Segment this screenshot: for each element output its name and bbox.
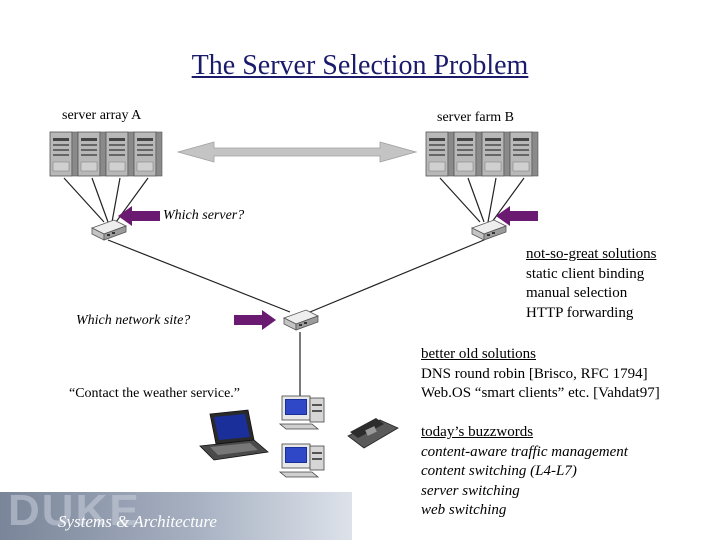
switch-a [91, 219, 127, 241]
pointer-arrows [118, 206, 538, 330]
buzzword-item: content-aware traffic management [421, 443, 628, 460]
which-server-arrow-right [496, 206, 538, 226]
buzzword-item: web switching [421, 502, 507, 518]
page-title: The Server Selection Problem [191, 50, 529, 81]
which-server-label: Which server? [163, 208, 245, 223]
not-so-great-heading: not-so-great solutions [526, 246, 657, 262]
not-so-great-item: HTTP forwarding [526, 304, 634, 321]
contact-weather-label: “Contact the weather service.” [69, 386, 241, 401]
better-old-solutions: better old solutions DNS round robin [Br… [421, 345, 660, 404]
laptop-client [199, 409, 269, 461]
phone-client [347, 418, 399, 449]
which-server-arrow-left [118, 206, 160, 226]
todays-buzzwords: today’s buzzwords content-aware traffic … [421, 423, 628, 521]
better-old-heading: better old solutions [421, 346, 536, 362]
buzzwords-heading: today’s buzzwords [421, 424, 534, 440]
buzzword-item: server switching [421, 482, 520, 499]
desktop-client-2 [279, 443, 325, 478]
server-array-a-label: server array A [62, 108, 142, 123]
duke-logo: DUKE [8, 492, 141, 535]
desktop-client-1 [279, 395, 325, 430]
which-network-site-arrow [234, 310, 276, 330]
not-so-great-solutions: not-so-great solutions static client bin… [526, 245, 656, 323]
better-old-item: Web.OS “smart clients” etc. [Vahdat97] [421, 385, 660, 401]
footer-subtitle: Systems & Architecture [58, 512, 217, 531]
not-so-great-item: static client binding [526, 265, 645, 282]
site-links [107, 239, 485, 400]
switch-site [283, 309, 319, 331]
server-farm-b-label: server farm B [437, 110, 514, 125]
server-array-a [49, 131, 163, 177]
better-old-item: DNS round robin [Brisco, RFC 1794] [421, 365, 648, 382]
server-farm-b [425, 131, 539, 177]
footer-banner: DUKE Systems & Architecture [0, 492, 352, 540]
buzzword-item: content switching (L4-L7) [421, 463, 577, 479]
which-network-site-label: Which network site? [76, 313, 191, 328]
double-arrow [176, 141, 418, 163]
switch-b [471, 219, 507, 241]
not-so-great-item: manual selection [526, 285, 628, 301]
